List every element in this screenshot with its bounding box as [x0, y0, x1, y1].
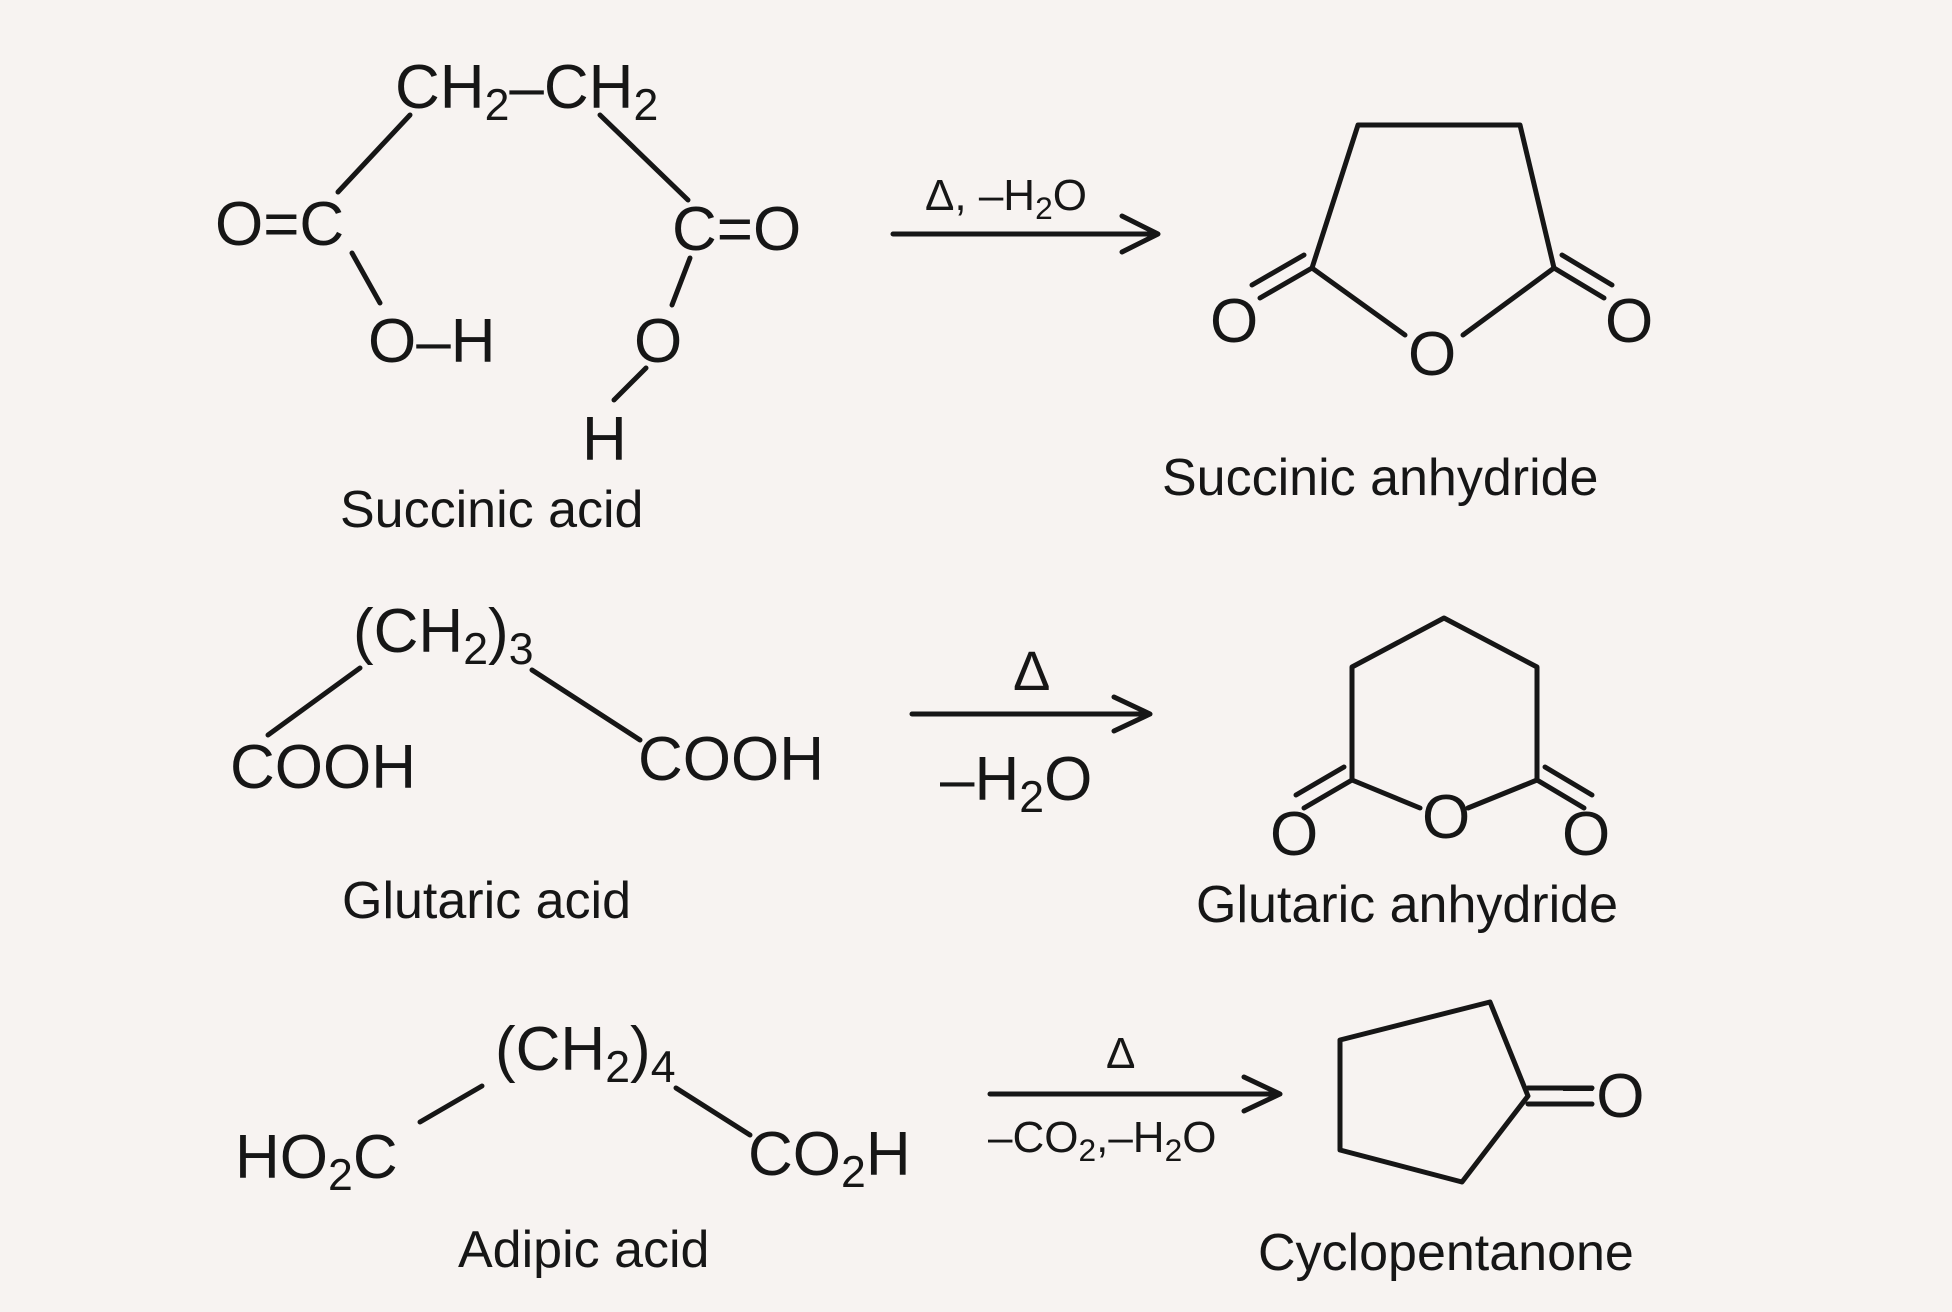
succinic-anhydride-label: Succinic anhydride: [1162, 449, 1598, 507]
glutaric-acid-label: Glutaric acid: [342, 872, 631, 930]
succinic-right-hydrogen: H: [582, 405, 627, 474]
succinic-acid-label: Succinic acid: [340, 481, 643, 539]
cyclopentanone-label: Cyclopentanone: [1258, 1224, 1634, 1282]
arrow-2-heat: Δ: [1013, 639, 1050, 702]
adipic-chain: (CH2)4: [495, 1015, 676, 1092]
bond: [1249, 252, 1307, 288]
bond: [1542, 764, 1595, 798]
arrow-2-conditions: –H2O: [940, 745, 1092, 822]
adipic-acid-label: Adipic acid: [458, 1221, 709, 1279]
bond: [1465, 777, 1540, 811]
bond: [349, 250, 383, 306]
succinic-top-chain: CH2–CH2: [395, 53, 658, 130]
succinic-acid-structure: CH2–CH2 O=C C=O O–H O H: [215, 53, 801, 474]
bond: [1257, 265, 1315, 301]
bond: [669, 255, 693, 308]
arrow-3-conditions: –CO2,–H2O: [988, 1113, 1216, 1168]
glutaric-left-carboxyl: COOH: [230, 733, 416, 802]
ring-bonds: [1349, 615, 1540, 783]
bond: [1559, 252, 1615, 288]
arrow-head: [1119, 213, 1161, 255]
bond: [1460, 265, 1557, 338]
ring-bonds: [1337, 999, 1531, 1185]
right-carbonyl-oxygen: O: [1605, 287, 1653, 356]
adipic-right-carboxyl: CO2H: [748, 1120, 911, 1197]
bond: [417, 1083, 485, 1125]
glutaric-acid-structure: (CH2)3 COOH COOH: [230, 597, 824, 802]
bond: [1301, 777, 1355, 811]
reaction-arrow-2: Δ –H2O: [909, 639, 1153, 822]
carbonyl-oxygen: =O: [1560, 1062, 1644, 1131]
bond: [1309, 265, 1408, 338]
left-carbonyl-oxygen: O: [1210, 287, 1258, 356]
bond: [1534, 777, 1587, 811]
succinic-left-hydroxyl: O–H: [368, 307, 495, 376]
glutaric-chain: (CH2)3: [353, 597, 534, 674]
reaction-arrow-3: Δ –CO2,–H2O: [987, 1029, 1283, 1168]
bond: [1551, 265, 1607, 301]
reaction-arrow-1: Δ, –H2O: [890, 171, 1161, 255]
succinic-anhydride-structure: O O O: [1210, 122, 1653, 389]
arrow-3-heat: Δ: [1106, 1029, 1135, 1078]
arrow-head: [1111, 694, 1153, 734]
bond: [611, 365, 649, 403]
arrow-1-conditions: Δ, –H2O: [925, 171, 1087, 226]
arrow-head: [1241, 1074, 1283, 1114]
cyclopentanone-structure: =O: [1337, 999, 1644, 1185]
bond: [265, 665, 363, 738]
adipic-acid-structure: (CH2)4 HO2C CO2H: [235, 1015, 911, 1200]
succinic-right-oxygen: O: [634, 307, 682, 376]
glutaric-right-carboxyl: COOH: [638, 725, 824, 794]
left-carbonyl-oxygen: O: [1270, 800, 1318, 869]
ring-bonds: [1309, 122, 1557, 271]
ring-oxygen: O: [1408, 320, 1456, 389]
bond: [335, 112, 413, 195]
glutaric-anhydride-label: Glutaric anhydride: [1196, 876, 1618, 934]
bond: [1349, 777, 1423, 811]
succinic-right-carbonyl: C=O: [672, 195, 801, 264]
right-carbonyl-oxygen: O: [1562, 800, 1610, 869]
bond: [529, 667, 643, 743]
succinic-left-carbonyl: O=C: [215, 190, 344, 259]
adipic-left-carboxyl: HO2C: [235, 1123, 398, 1200]
glutaric-anhydride-structure: O O O: [1270, 615, 1610, 869]
bond: [597, 112, 691, 203]
bond: [673, 1085, 753, 1138]
bond: [1293, 764, 1347, 798]
ring-oxygen: O: [1422, 783, 1470, 852]
